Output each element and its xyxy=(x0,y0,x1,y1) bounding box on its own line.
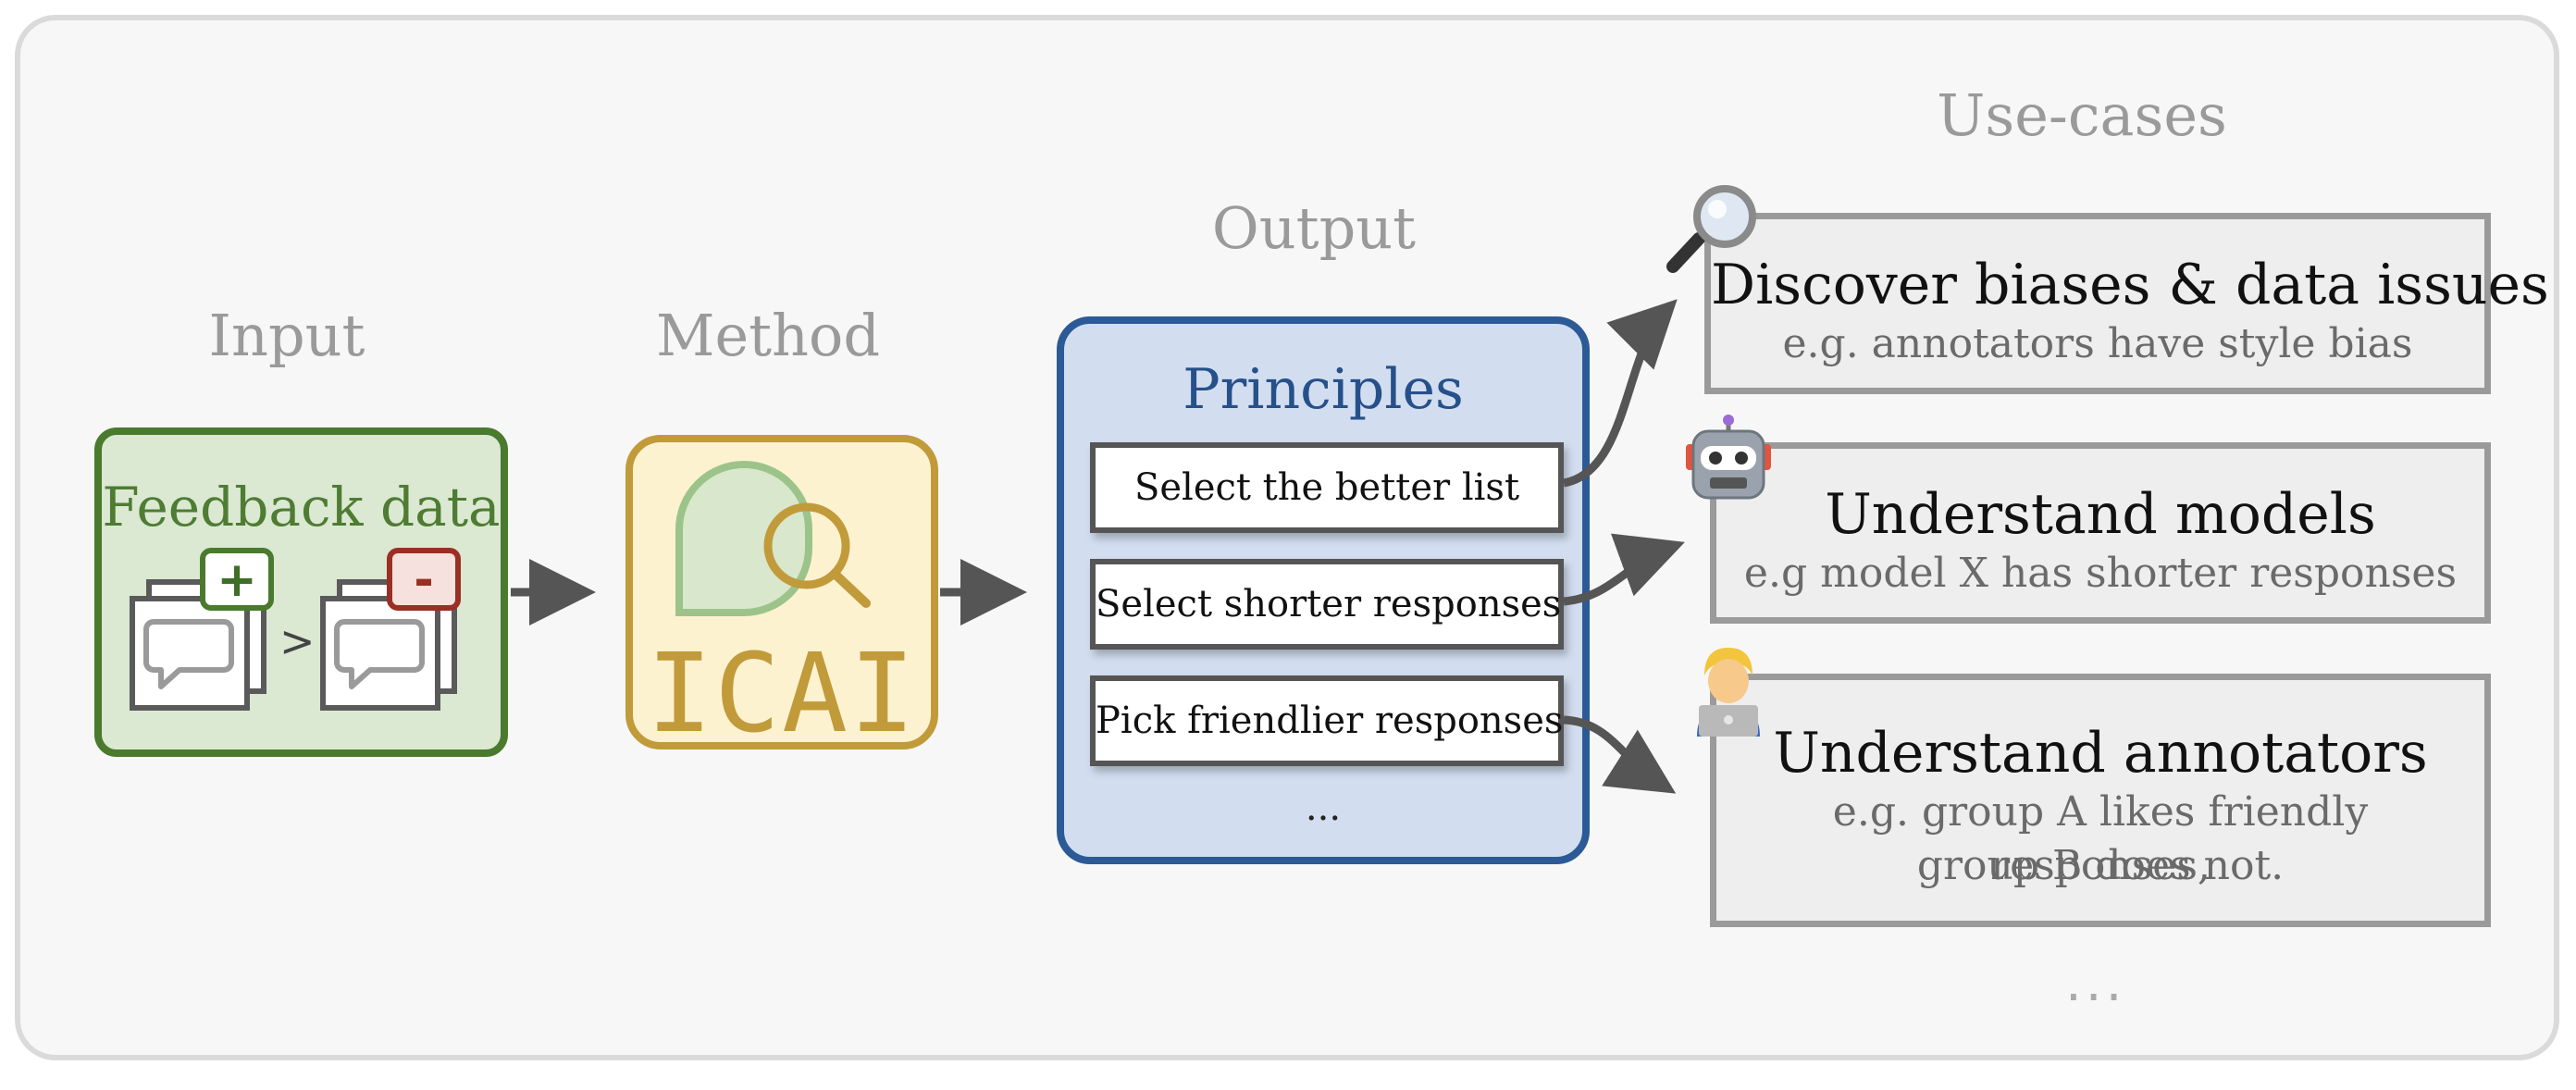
usecase-title: Discover biases & data issues xyxy=(1711,253,2549,317)
principle-item: Select the better list xyxy=(1090,442,1564,533)
feedback-data-label: Feedback data xyxy=(102,476,501,539)
section-title-output: Output xyxy=(1211,194,1417,262)
robot-icon xyxy=(1686,415,1771,500)
arrow-principle-to-biases xyxy=(1562,299,1678,488)
usecase-discover-biases: Discover biases & data issues e.g. annot… xyxy=(1704,213,2549,394)
usecase-subtitle: e.g. annotators have style bias xyxy=(1782,320,2413,367)
usecase-title: Understand models xyxy=(1825,482,2376,547)
negative-badge: - xyxy=(387,548,461,611)
input-feedback-data-box: Feedback data + > - xyxy=(94,427,508,757)
person-at-laptop-icon xyxy=(1697,648,1760,737)
usecase-subtitle: group B does not. xyxy=(1916,842,2285,889)
response-card-front xyxy=(130,596,250,711)
magnifying-glass-icon xyxy=(1666,185,1756,273)
arrow-principle-to-annotators xyxy=(1563,715,1677,794)
principles-title: Principles xyxy=(1183,357,1464,422)
speech-bubble-magnifier-icon xyxy=(675,461,871,616)
arrow-principle-to-models xyxy=(1563,533,1685,606)
section-title-input: Input xyxy=(208,302,365,369)
usecase-understand-annotators: Understand annotators e.g. group A likes… xyxy=(1710,674,2491,927)
chat-bubble-icon xyxy=(143,619,234,689)
icai-label: ICAI xyxy=(646,629,918,757)
usecase-understand-models: Understand models e.g model X has shorte… xyxy=(1710,442,2491,624)
response-card-front xyxy=(320,596,440,711)
principles-ellipsis: ... xyxy=(1305,787,1342,829)
preference-comparison-symbol: > xyxy=(279,616,316,666)
section-title-usecases: Use-cases xyxy=(1937,81,2227,149)
usecases-ellipsis: ... xyxy=(2065,953,2126,1013)
usecase-subtitle: e.g. group A likes friendly responses, xyxy=(1832,788,2369,889)
positive-badge: + xyxy=(200,548,274,611)
principle-item: Pick friendlier responses xyxy=(1090,675,1564,766)
usecase-title: Understand annotators xyxy=(1773,721,2428,786)
section-title-method: Method xyxy=(655,302,881,369)
principle-item: Select shorter responses xyxy=(1090,559,1564,650)
usecase-subtitle: e.g model X has shorter responses xyxy=(1743,550,2458,597)
chat-bubble-icon xyxy=(334,619,425,689)
output-principles-box: Principles Select the better list Select… xyxy=(1057,316,1590,864)
method-icai-box: ICAI xyxy=(625,435,938,757)
